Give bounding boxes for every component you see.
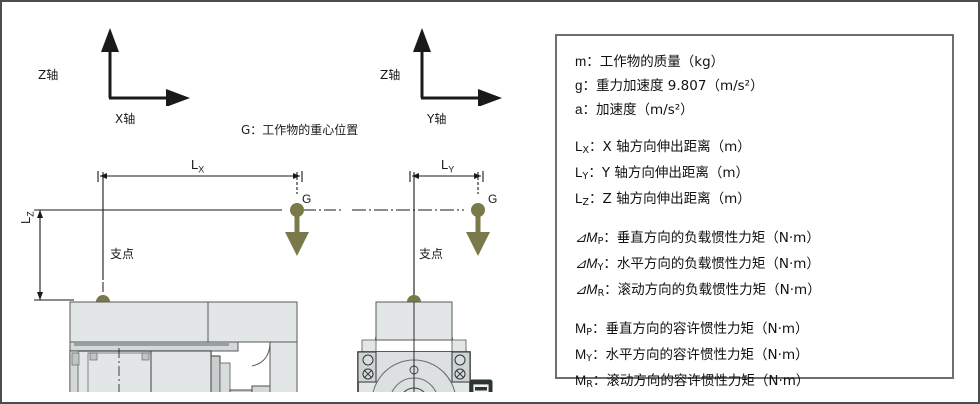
ly-base: L	[441, 157, 449, 172]
legend-spacer-3	[575, 304, 952, 317]
left-fulcrum-marker	[96, 210, 110, 309]
legend-sub-mp: P	[586, 327, 592, 338]
left-axes-arrows	[101, 28, 190, 106]
left-gravity-marker	[285, 203, 309, 256]
left-view-drawing	[34, 171, 342, 392]
legend-text-mr: ：滚动方向的容许惯性力矩（N·m）	[592, 373, 810, 389]
legend-sub-delta-mp: P	[597, 236, 604, 247]
legend-item-ly: LY：Y 轴方向伸出距离（m）	[575, 161, 952, 187]
lz-arrow-bottom	[37, 292, 43, 300]
right-coordinate-axes	[410, 26, 540, 106]
lx-arrow-right	[293, 173, 300, 179]
legend-group-distances: LX：X 轴方向伸出距离（m） LY：Y 轴方向伸出距离（m） LZ：Z 轴方向…	[575, 135, 952, 213]
legend-text-delta-mr: ：滚动方向的负载惯性力矩（N·m）	[604, 282, 821, 298]
legend-symbol-my: M	[575, 347, 587, 362]
legend-symbol-delta-mp: ⊿M	[575, 230, 598, 245]
legend-spacer-2	[575, 213, 952, 226]
legend-text-m: ：工作物的质量（kg）	[586, 54, 725, 70]
legend-text-delta-my: ：水平方向的负载惯性力矩（N·m）	[603, 256, 820, 272]
lx-dimension	[97, 171, 303, 280]
legend-group-allowable-moments: MP：垂直方向的容许惯性力矩（N·m） MY：水平方向的容许惯性力矩（N·m） …	[575, 317, 952, 395]
right-axis-z-label: Z轴	[380, 68, 401, 82]
right-g-label: G	[488, 192, 498, 206]
left-g-label: G	[302, 192, 312, 206]
legend-sub-mr: R	[586, 379, 593, 390]
legend-symbol-ly: L	[575, 165, 583, 180]
center-of-gravity-caption: G：工作物的重心位置	[241, 123, 359, 137]
right-axes-arrows	[413, 28, 502, 106]
legend-item-mr: MR：滚动方向的容许惯性力矩（N·m）	[575, 369, 952, 395]
left-machine-body	[69, 301, 298, 392]
legend-item-g: g：重力加速度 9.807（m/s²）	[575, 74, 952, 98]
legend-symbol-m: m	[575, 54, 587, 69]
ly-arrow-right	[474, 173, 481, 179]
legend-symbol-delta-mr: ⊿M	[575, 282, 598, 297]
legend-symbol-mr: M	[575, 373, 587, 388]
legend-sub-my: Y	[586, 353, 593, 364]
legend-text-my: ：水平方向的容许惯性力矩（N·m）	[592, 347, 809, 363]
left-coordinate-axes	[98, 26, 228, 106]
legend-text-lz: ：Z 轴方向伸出距离（m）	[589, 191, 751, 207]
legend-item-delta-my: ⊿MY：水平方向的负载惯性力矩（N·m）	[575, 252, 952, 278]
legend-sub-delta-mr: R	[597, 288, 605, 299]
lz-dimension-label: LZ	[18, 211, 36, 224]
legend-symbol-g: g	[575, 78, 583, 93]
lz-dimension	[34, 209, 74, 301]
legend-text-g: ：重力加速度 9.807（m/s²）	[582, 78, 764, 94]
ly-dimension-label: LY	[441, 157, 454, 175]
lx-base: L	[191, 157, 199, 172]
legend-item-lz: LZ：Z 轴方向伸出距离（m）	[575, 187, 952, 213]
legend-text-delta-mp: ：垂直方向的负载惯性力矩（N·m）	[603, 230, 820, 246]
legend-symbol-mp: M	[575, 321, 587, 336]
legend-group-load-moments: ⊿MP：垂直方向的负载惯性力矩（N·m） ⊿MY：水平方向的负载惯性力矩（N·m…	[575, 226, 952, 304]
legend-sub-delta-my: Y	[597, 262, 604, 273]
legend-symbol-a: a	[575, 102, 583, 117]
left-axis-x-label: X轴	[115, 112, 136, 126]
legend-box: m：工作物的质量（kg） g：重力加速度 9.807（m/s²） a：加速度（m…	[555, 34, 954, 390]
legend-symbol-lx: L	[575, 139, 583, 154]
lx-dimension-label: LX	[191, 157, 204, 175]
legend-symbol-lz: L	[575, 191, 583, 206]
right-view-drawing	[352, 171, 493, 392]
lz-arrow-top	[37, 210, 43, 218]
right-gravity-marker	[466, 203, 490, 256]
right-machine-body	[357, 301, 493, 392]
legend-sub-lx: X	[582, 145, 590, 156]
legend-spacer-1	[575, 122, 952, 135]
left-fulcrum-label: 支点	[110, 247, 135, 261]
ly-sub: Y	[448, 164, 455, 175]
lx-arrow-left	[100, 173, 107, 179]
right-axis-y-label: Y轴	[427, 112, 447, 126]
lz-sub: Z	[25, 211, 36, 217]
legend-text-lx: ：X 轴方向伸出距离（m）	[589, 139, 751, 155]
lx-sub: X	[198, 164, 205, 175]
right-fulcrum-label: 支点	[419, 247, 444, 261]
legend-text-a: ：加速度（m/s²）	[582, 102, 694, 118]
legend-item-m: m：工作物的质量（kg）	[575, 50, 952, 74]
legend-item-a: a：加速度（m/s²）	[575, 98, 952, 122]
legend-item-mp: MP：垂直方向的容许惯性力矩（N·m）	[575, 317, 952, 343]
ly-arrow-left	[412, 173, 419, 179]
legend-symbol-delta-my: ⊿M	[575, 256, 598, 271]
legend-item-delta-mr: ⊿MR：滚动方向的负载惯性力矩（N·m）	[575, 278, 952, 304]
legend-text-mp: ：垂直方向的容许惯性力矩（N·m）	[591, 321, 809, 337]
legend-item-delta-mp: ⊿MP：垂直方向的负载惯性力矩（N·m）	[575, 226, 952, 252]
legend-text-ly: ：Y 轴方向伸出距离（m）	[588, 165, 750, 181]
legend-sub-ly: Y	[582, 171, 589, 182]
left-axis-z-label: Z轴	[38, 68, 59, 82]
legend-group-basic: m：工作物的质量（kg） g：重力加速度 9.807（m/s²） a：加速度（m…	[575, 50, 952, 122]
legend-sub-lz: Z	[582, 197, 590, 208]
legend-item-my: MY：水平方向的容许惯性力矩（N·m）	[575, 343, 952, 369]
legend-item-lx: LX：X 轴方向伸出距离（m）	[575, 135, 952, 161]
lz-base: L	[18, 216, 33, 224]
